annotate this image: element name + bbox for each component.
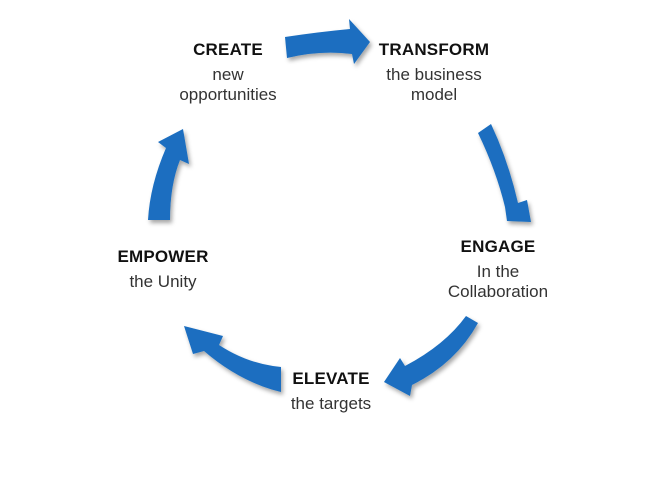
stage-empower: EMPOWER the Unity bbox=[117, 247, 208, 292]
arrow-empower-to-create bbox=[148, 129, 189, 220]
stage-title: EMPOWER bbox=[117, 247, 209, 266]
stage-description: the Unity bbox=[129, 272, 197, 291]
stage-description: the business model bbox=[386, 65, 482, 104]
stage-description: new opportunities bbox=[179, 65, 277, 104]
arrow-engage-to-elevate bbox=[384, 316, 478, 396]
stage-title: ENGAGE bbox=[460, 237, 536, 256]
stage-create: CREATE new opportunities bbox=[179, 40, 276, 105]
stage-elevate: ELEVATE the targets bbox=[291, 369, 371, 414]
stage-title: CREATE bbox=[193, 40, 263, 59]
stage-title: ELEVATE bbox=[292, 369, 370, 388]
stage-engage: ENGAGE In the Collaboration bbox=[448, 237, 548, 302]
arrow-create-to-transform bbox=[285, 19, 370, 64]
stage-description: the targets bbox=[290, 394, 372, 413]
stage-transform: TRANSFORM the business model bbox=[379, 40, 489, 105]
stage-description: In the Collaboration bbox=[447, 262, 549, 301]
arrow-transform-to-engage bbox=[478, 124, 531, 222]
stage-title: TRANSFORM bbox=[378, 40, 490, 59]
arrow-elevate-to-empower bbox=[184, 326, 281, 392]
